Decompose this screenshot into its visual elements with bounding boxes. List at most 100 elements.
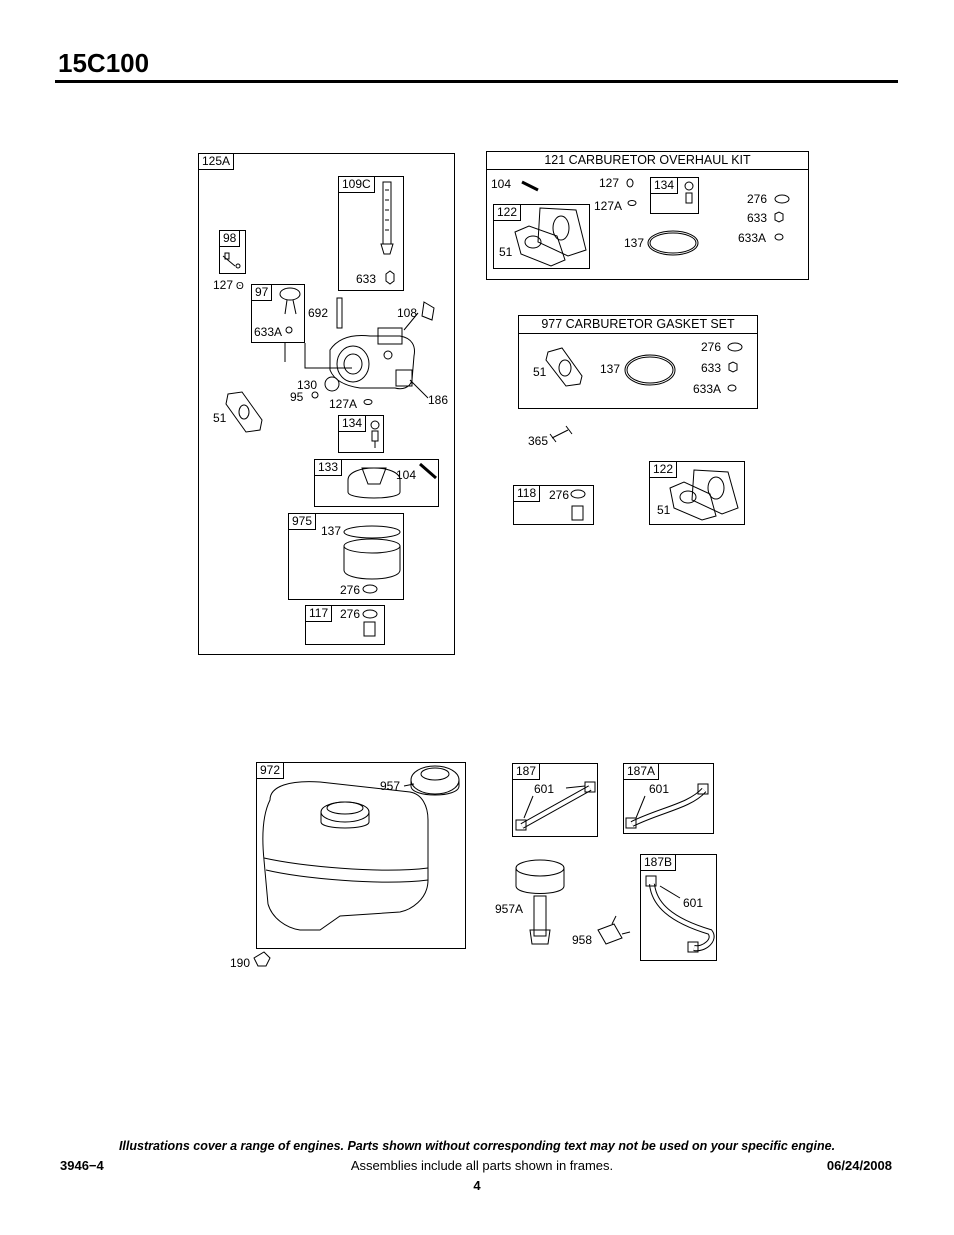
part-108-drawing [421,301,435,321]
tag-975: 975 [288,513,317,530]
part-117-drawing [362,609,378,637]
part-972-drawing [262,781,429,931]
part-97-drawing [279,287,301,334]
label-108: 108 [397,306,418,320]
part-carburetor-drawing [329,327,415,390]
header-rule [55,80,898,83]
tag-117: 117 [305,605,333,622]
label-958: 958 [572,933,593,947]
tag-187b: 187B [640,854,677,871]
label-601-187b: 601 [683,896,704,910]
part-975-drawing [343,525,401,594]
label-957a: 957A [495,902,524,916]
label-692: 692 [308,306,329,320]
label-365: 365 [528,434,549,448]
label-633-kit: 633 [747,211,768,225]
footer-assemblies-note: Assemblies include all parts shown in fr… [350,1158,614,1173]
frame-187b [640,854,717,961]
label-633-left: 633 [356,272,377,286]
part-957-drawing [410,765,460,796]
frame-187a [623,763,714,834]
part-365-drawing [549,425,573,443]
part-51-drawing-gasket [545,347,583,387]
label-276-118: 276 [549,488,570,502]
frame-125a [198,153,455,655]
label-633a-left: 633A [254,325,283,339]
tag-109c: 109C [338,176,375,193]
part-957a-drawing [515,859,565,945]
frame-118 [513,485,594,525]
label-633a-gasket: 633A [693,382,722,396]
footer-disclaimer: Illustrations cover a range of engines. … [118,1139,836,1153]
part-104-drawing-kit [521,180,539,192]
label-127-kit: 127 [599,176,620,190]
part-130-drawing [324,376,340,392]
frame-972 [256,762,466,949]
part-122-drawing-kit [514,207,587,267]
part-109c-drawing [380,181,395,285]
label-633-gasket: 633 [701,361,722,375]
tag-98: 98 [219,230,241,247]
frame-gasket-set: 977 CARBURETOR GASKET SET [518,315,758,409]
page-number: 4 [473,1178,481,1193]
tag-187a: 187A [623,763,660,780]
overhaul-kit-title: 121 CARBURETOR OVERHAUL KIT [487,152,808,170]
label-51-gasket: 51 [533,365,547,379]
page-title: 15C100 [58,48,150,78]
frame-117 [305,605,385,645]
label-137-kit: 137 [624,236,645,250]
label-127-left: 127 [213,278,234,292]
frame-overhaul-kit: 121 CARBURETOR OVERHAUL KIT [486,151,809,280]
label-276-975: 276 [340,583,361,597]
part-98-drawing [222,252,241,269]
frame-975 [288,513,404,600]
part-104-drawing-left [419,462,437,480]
footer-doc-number: 3946−4 [60,1158,104,1173]
label-601-187a: 601 [649,782,670,796]
tag-187: 187 [512,763,541,780]
tag-134-left: 134 [338,415,367,432]
gasket-set-title: 977 CARBURETOR GASKET SET [519,316,757,334]
frame-133 [314,459,439,507]
tag-118: 118 [513,485,541,502]
label-633a-kit: 633A [738,231,767,245]
label-51-left: 51 [213,411,227,425]
label-276-117: 276 [340,607,361,621]
part-122-drawing-loose [669,469,739,521]
tag-972: 972 [256,762,285,779]
label-104-kit: 104 [491,177,512,191]
part-187a-drawing [625,783,709,829]
part-51-drawing-left [225,391,263,433]
footer-date: 06/24/2008 [826,1158,892,1173]
label-190: 190 [230,956,251,970]
tag-97: 97 [251,284,273,301]
label-601-187: 601 [534,782,555,796]
label-104-left: 104 [396,468,417,482]
frame-187 [512,763,598,837]
label-51-loose: 51 [657,503,671,517]
part-133-drawing [347,467,401,499]
tag-122-loose: 122 [649,461,678,478]
tag-133: 133 [314,459,343,476]
part-134-drawing-left [370,420,380,448]
label-276-gasket: 276 [701,340,722,354]
part-134-drawing-kit [684,181,694,204]
part-190-drawing [253,951,271,967]
frame-97 [251,284,305,343]
label-137-left: 137 [321,524,342,538]
label-127a-left: 127A [329,397,358,411]
frame-122-loose [649,461,745,525]
part-692-drawing [336,297,343,329]
part-187-drawing [515,781,596,831]
part-118-drawing [570,489,586,521]
label-127a-kit: 127A [594,199,623,213]
svg-text:ʘ: ʘ [236,281,244,292]
tag-125a: 125A [198,153,235,170]
label-137-gasket: 137 [600,362,621,376]
tag-134-kit: 134 [650,177,679,194]
part-958-drawing [597,915,631,945]
label-130: 130 [297,378,318,392]
part-187b-drawing [645,875,715,953]
label-51-kit: 51 [499,245,513,259]
